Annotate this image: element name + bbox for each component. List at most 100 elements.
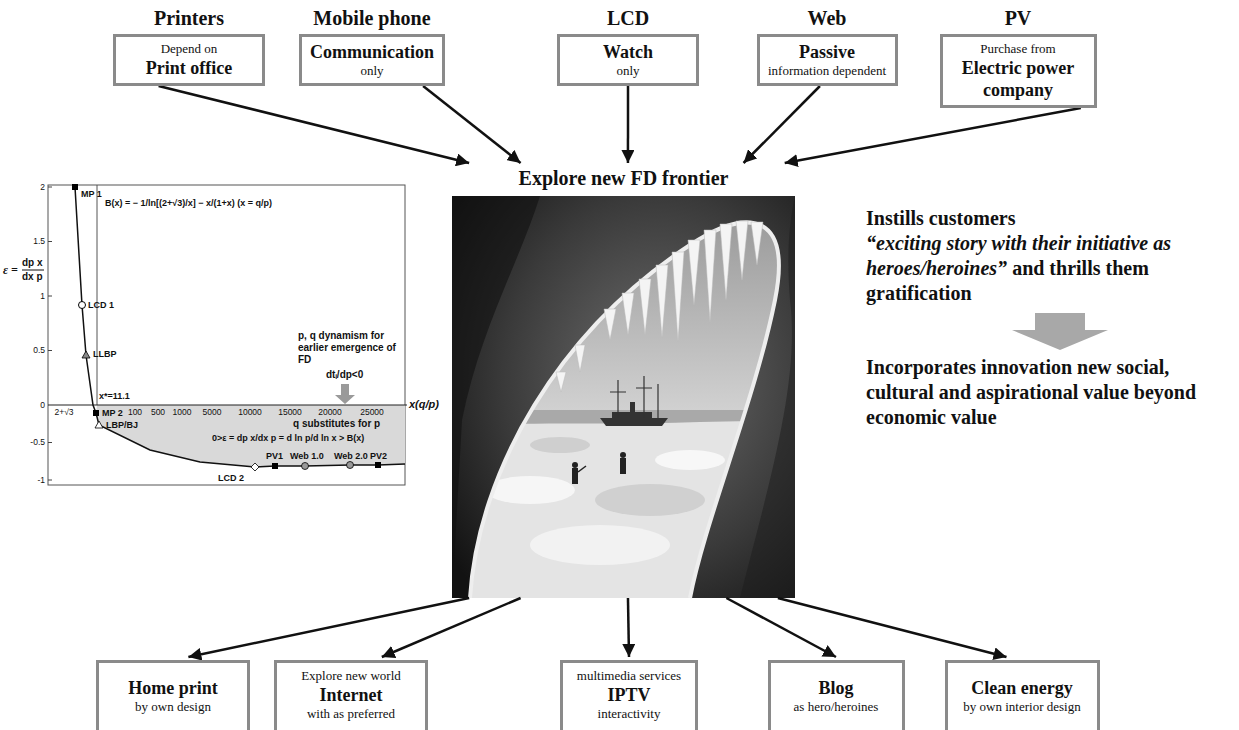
axis-label: x(q/p): [409, 398, 439, 411]
fraction-bar: [22, 270, 44, 271]
data-markers: [72, 184, 381, 471]
box-text: by own interior design: [956, 699, 1089, 715]
tick-label: 15000: [275, 407, 305, 417]
legacy-box: PV Purchase fromElectric power company: [940, 6, 1097, 108]
point-label: PV1: [266, 451, 283, 462]
tick-label: 1: [25, 291, 45, 301]
ice-cave-photo: [452, 196, 795, 598]
box-text: only: [310, 63, 434, 79]
block-arrow: [1012, 313, 1108, 350]
axis-label: ε =: [3, 263, 18, 277]
box-outline: Blogas hero/heroines: [768, 660, 905, 730]
axis-label: dp x: [22, 257, 43, 269]
flow-arrow: [382, 598, 521, 657]
axis-label: dx p: [22, 271, 43, 283]
inset-line: [97, 185, 98, 405]
box-text: Blog: [779, 677, 894, 699]
box-heading: PV: [940, 6, 1097, 30]
outcome-box: Explore new worldInternetwith as preferr…: [274, 660, 428, 730]
frontier-panel: Explore new FD frontier: [452, 166, 795, 598]
box-text: Passive: [768, 41, 887, 63]
legacy-box: LCD Watchonly: [557, 6, 699, 86]
outcome-box: Home printby own design: [96, 660, 250, 730]
box-text: with as preferred: [285, 706, 417, 722]
conclusion-text: Incorporates innovation new social, cult…: [866, 355, 1234, 430]
outcome-box: Blogas hero/heroines: [768, 660, 905, 730]
tick-label: 0: [25, 400, 45, 410]
box-outline: Depend onPrint office: [113, 34, 265, 86]
note-text: Instills customers: [866, 206, 1229, 231]
tick-marks: [48, 187, 52, 480]
tick-label: 100: [120, 407, 150, 417]
box-text: Clean energy: [956, 677, 1089, 699]
tick-label: 25000: [357, 407, 387, 417]
tick-label: 1000: [167, 407, 197, 417]
tick-label: 500: [143, 407, 173, 417]
box-text: only: [568, 63, 688, 79]
annotation: p, q dynamism for earlier emergence of F…: [298, 330, 406, 366]
point-label: LBP/BJ: [106, 420, 138, 431]
box-heading: Explore new FD frontier: [452, 166, 795, 190]
point-label: LCD 1: [88, 300, 114, 311]
flow-arrow: [159, 86, 470, 163]
box-text: Internet: [285, 684, 417, 706]
box-text: Print office: [124, 57, 254, 79]
box-text: Depend on: [124, 41, 254, 57]
annotation: q substitutes for p: [293, 418, 380, 430]
box-outline: Purchase fromElectric power company: [940, 34, 1097, 108]
chart-frame: [48, 185, 405, 485]
flow-arrow: [188, 598, 469, 657]
tick-label: 1.5: [25, 236, 45, 246]
elasticity-curve: [75, 187, 405, 467]
box-text: as hero/heroines: [779, 699, 894, 715]
box-text: interactivity: [571, 706, 687, 722]
elasticity-chart: [22, 184, 407, 485]
box-text: information dependent: [768, 63, 887, 79]
point-label: x*=11.1: [99, 391, 130, 402]
box-outline: Explore new worldInternetwith as preferr…: [274, 660, 428, 730]
box-outline: Clean energyby own interior design: [945, 660, 1100, 730]
box-text: Home print: [107, 677, 239, 699]
flow-arrow: [726, 598, 836, 657]
tick-label: 2: [25, 182, 45, 192]
formula-label: 0>ε = dp x/dx p = d ln p/d ln x > B(x): [212, 433, 364, 444]
formula-label: B(x) = − 1/ln[(2+√3)/x] − x/(1+x) (x = q…: [105, 198, 272, 209]
box-text: multimedia services: [571, 668, 687, 684]
legacy-box: WebPassiveinformation dependent: [757, 6, 898, 86]
box-outline: Watchonly: [557, 34, 699, 86]
note-block: Instills customers“exciting story with t…: [866, 206, 1234, 306]
legacy-box: PrintersDepend onPrint office: [113, 6, 265, 86]
annotation: dtᵢ/dp<0: [326, 369, 363, 381]
box-outline: Home printby own design: [96, 660, 250, 730]
point-label: Web 1.0: [290, 451, 324, 462]
tick-label: 0.5: [25, 345, 45, 355]
box-text: Electric power company: [951, 57, 1086, 101]
box-outline: multimedia servicesIPTVinteractivity: [560, 660, 698, 730]
shaded-region: [96, 405, 405, 467]
flow-arrow: [744, 86, 820, 163]
point-label: LLBP: [93, 349, 117, 360]
outcome-box: Clean energyby own interior design: [945, 660, 1100, 730]
box-text: Purchase from: [951, 41, 1086, 57]
box-heading: Mobile phone: [299, 6, 445, 30]
outcome-box: multimedia servicesIPTVinteractivity: [560, 660, 698, 730]
box-heading: Web: [757, 6, 898, 30]
tick-label: 2+√3: [49, 407, 79, 417]
point-label: Web 2.0: [334, 451, 368, 462]
box-heading: LCD: [557, 6, 699, 30]
flow-arrow: [423, 86, 521, 163]
tick-label: 20000: [315, 407, 345, 417]
flow-arrow: [628, 598, 629, 657]
tick-label: -1: [25, 475, 45, 485]
point-label: PV2: [370, 451, 387, 462]
box-text: IPTV: [571, 684, 687, 706]
point-label: MP 2: [102, 408, 123, 419]
flow-arrow: [778, 598, 1007, 657]
point-label: LCD 2: [218, 473, 244, 484]
box-text: Watch: [568, 41, 688, 63]
zero-axis: [48, 404, 407, 405]
tick-label: 5000: [197, 407, 227, 417]
box-heading: Printers: [113, 6, 265, 30]
